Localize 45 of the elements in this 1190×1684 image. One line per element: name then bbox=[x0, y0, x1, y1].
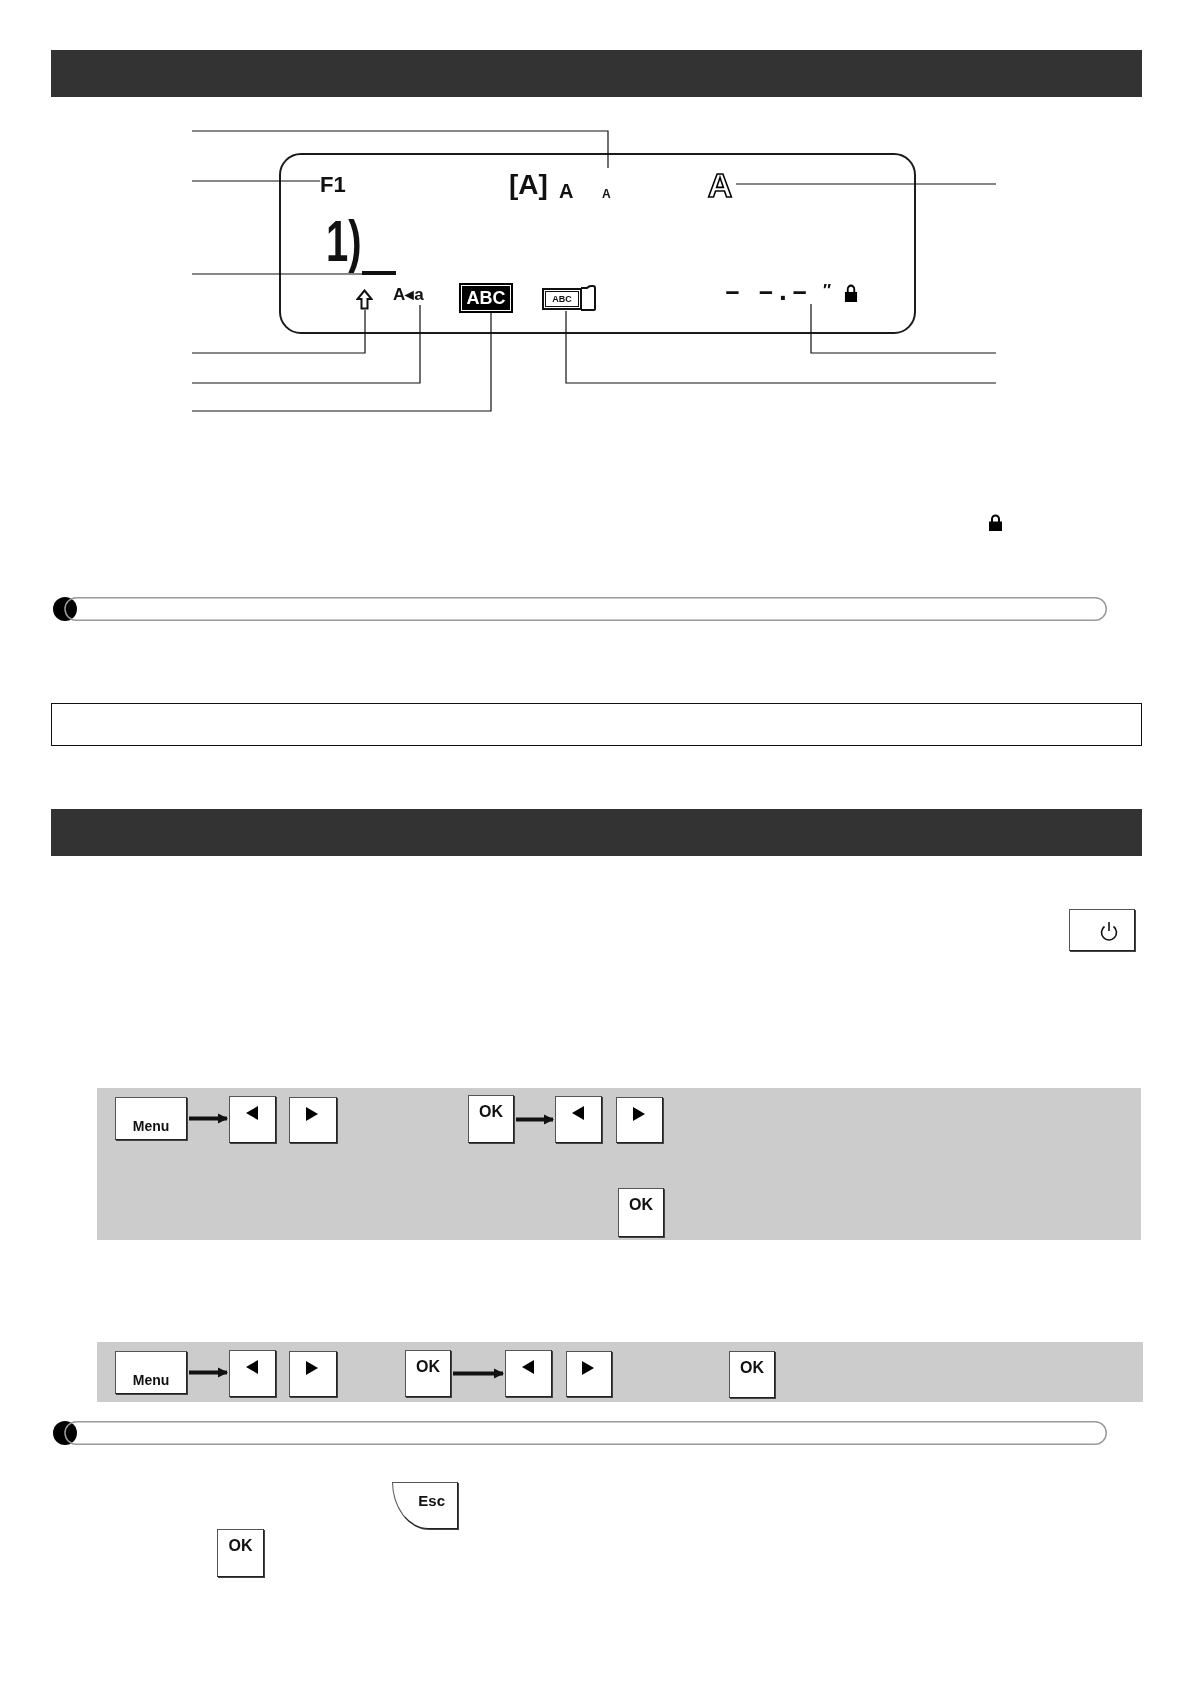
leader-line bbox=[191, 312, 492, 412]
keyboard-key: OK bbox=[405, 1350, 451, 1397]
lcd-text: F1 bbox=[320, 172, 354, 198]
leader-line bbox=[191, 180, 321, 182]
arrow-key bbox=[229, 1350, 276, 1397]
lcd-text: ABC bbox=[551, 293, 573, 305]
lcd-screen bbox=[279, 153, 916, 334]
arrow bbox=[189, 1113, 229, 1124]
arrow-key bbox=[289, 1351, 337, 1397]
leader-line bbox=[191, 309, 366, 354]
leader-line bbox=[735, 183, 997, 185]
keyboard-key: Menu bbox=[115, 1097, 187, 1140]
lcd-text: A bbox=[559, 180, 575, 202]
leader-line bbox=[191, 273, 363, 275]
keyboard-key: Menu bbox=[115, 1351, 187, 1394]
arrow-key bbox=[616, 1097, 663, 1143]
arrow bbox=[516, 1114, 555, 1125]
cursor-bar bbox=[362, 271, 396, 275]
lcd-text: A bbox=[602, 187, 612, 201]
keyboard-key: OK bbox=[618, 1188, 664, 1237]
lcd-text: – –.– bbox=[724, 282, 809, 304]
arrow-key bbox=[289, 1097, 337, 1143]
inverted-lcd-text: ABC bbox=[459, 283, 513, 313]
instruction-panel bbox=[97, 1342, 1143, 1402]
leader-line bbox=[191, 130, 609, 169]
leader-line bbox=[810, 303, 997, 354]
arrow-key bbox=[566, 1351, 612, 1397]
lcd-text: [A] bbox=[509, 168, 549, 202]
arrow-key bbox=[229, 1096, 276, 1143]
keyboard-key: OK bbox=[729, 1351, 775, 1398]
leader-line bbox=[191, 304, 421, 384]
keyboard-key: OK bbox=[217, 1529, 264, 1577]
arrow-key bbox=[555, 1096, 602, 1143]
keyboard-key: OK bbox=[468, 1095, 514, 1143]
arrow bbox=[189, 1367, 229, 1378]
leader-line bbox=[565, 310, 997, 384]
arrow-key bbox=[505, 1350, 552, 1397]
lcd-text: A bbox=[704, 169, 736, 201]
power-key bbox=[1069, 909, 1135, 951]
esc-key: Esc bbox=[392, 1482, 458, 1529]
note-box bbox=[51, 703, 1142, 746]
lcd-text: ″ bbox=[823, 282, 833, 300]
arrow bbox=[453, 1368, 505, 1379]
lcd-text: A◂a bbox=[393, 285, 443, 305]
instruction-panel bbox=[97, 1088, 1141, 1240]
